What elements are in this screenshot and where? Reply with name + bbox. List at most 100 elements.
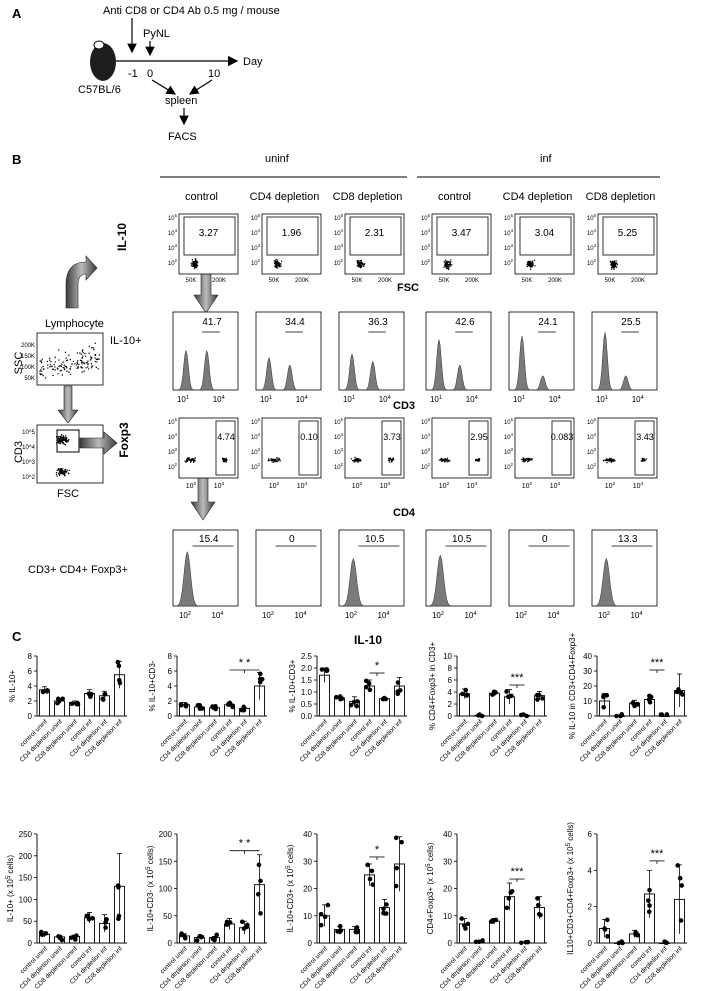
- il10-pos-label: IL-10+: [110, 335, 142, 347]
- y-tick-label: 104: [504, 432, 514, 441]
- data-point: [504, 689, 509, 694]
- y-tick-label: 102: [168, 462, 178, 471]
- scatter-dot: [530, 263, 533, 265]
- scatter-dot: [61, 438, 63, 440]
- scatter-dot: [357, 461, 359, 463]
- gate-arrow-right-icon: [79, 431, 118, 455]
- gate-percentage: 3.43: [636, 432, 654, 442]
- scatter-dot: [76, 361, 78, 364]
- histogram-curve: [592, 557, 657, 607]
- scatter-dot: [445, 267, 448, 270]
- y-tick-label: 8: [448, 664, 453, 673]
- data-point: [337, 923, 343, 929]
- data-point: [463, 687, 468, 693]
- data-point: [659, 712, 665, 718]
- data-point: [492, 691, 497, 696]
- scatter-dot: [54, 356, 56, 358]
- data-point: [71, 934, 77, 940]
- histogram-curve: [426, 339, 491, 391]
- scatter-dot: [222, 460, 224, 463]
- scatter-dot: [391, 459, 393, 462]
- scatter-dot: [40, 367, 43, 369]
- mouse-strain-label: C57BL/6: [78, 84, 121, 96]
- scatter-dot: [62, 436, 65, 438]
- scatter-dot: [450, 264, 452, 266]
- x-tick-label: 104: [466, 395, 478, 404]
- data-point: [461, 923, 467, 928]
- ssc-tick: 50K: [24, 376, 35, 382]
- scatter-dot: [643, 460, 646, 462]
- condition-label: CD8 depletion: [333, 191, 403, 203]
- y-tick-label: 105: [251, 213, 261, 222]
- scatter-dot: [184, 460, 186, 462]
- foxp3-axis-label: Foxp3: [117, 422, 131, 458]
- data-point: [116, 677, 122, 683]
- y-tick-label: 40: [443, 830, 452, 839]
- scatter-dot: [445, 261, 447, 264]
- scatter-dot: [610, 264, 612, 266]
- scatter-dot: [68, 472, 70, 475]
- data-point: [604, 693, 610, 698]
- scatter-dot: [608, 458, 611, 461]
- scatter-dot: [275, 265, 278, 267]
- scatter-dot: [527, 261, 529, 264]
- data-point: [39, 932, 45, 937]
- scatter-dot: [52, 374, 54, 377]
- scatter-dot: [276, 260, 278, 263]
- il10-gate: [266, 216, 319, 256]
- gate-percentage: 0.10: [300, 432, 318, 442]
- scatter-dot: [56, 475, 58, 477]
- y-tick-label: 103: [421, 447, 431, 456]
- scatter-dot: [65, 435, 67, 437]
- data-point: [354, 925, 360, 930]
- data-point: [381, 906, 386, 912]
- scatter-dot: [58, 359, 60, 361]
- scatter-dot: [450, 259, 452, 261]
- scatter-dot: [446, 265, 448, 267]
- x-tick-label: 104: [464, 611, 476, 620]
- scatter-dot: [354, 458, 356, 461]
- significance-label: * *: [239, 657, 251, 669]
- histogram-curve: [339, 557, 404, 607]
- gate-percentage: 2.95: [470, 432, 488, 442]
- scatter-dot: [82, 349, 84, 351]
- data-point: [199, 706, 205, 711]
- x-tick-label: 104: [550, 481, 561, 490]
- scatter-dot: [611, 459, 614, 461]
- data-point: [241, 926, 247, 931]
- scatter-dot: [527, 263, 530, 265]
- y-tick-label: 102: [251, 462, 261, 471]
- y-tick-label: 4: [588, 866, 593, 875]
- data-point: [116, 663, 122, 669]
- data-point: [679, 883, 685, 888]
- scatter-dot: [87, 363, 89, 365]
- data-point: [459, 916, 465, 921]
- x-tick-label: 102: [522, 481, 533, 490]
- data-point: [646, 909, 652, 915]
- y-tick-label: 40: [303, 830, 312, 839]
- scatter-dot: [58, 474, 61, 476]
- data-point: [464, 693, 470, 698]
- data-point: [324, 668, 330, 673]
- data-point: [86, 691, 92, 697]
- scatter-dot: [447, 459, 450, 462]
- scatter-dot: [61, 374, 64, 376]
- scatter-dot: [611, 265, 613, 267]
- scatter-dot: [641, 457, 643, 460]
- gate-percentage: 13.3: [618, 534, 638, 545]
- day-axis-label: Day: [243, 56, 263, 68]
- data-point: [540, 696, 545, 701]
- data-point: [348, 702, 354, 708]
- gate-percentage: 2.31: [365, 228, 385, 239]
- scatter-dot: [602, 460, 605, 462]
- scatter-dot: [58, 469, 61, 471]
- data-point: [116, 916, 121, 922]
- il10-axis-label: IL-10: [115, 223, 129, 251]
- scatter-dot: [354, 456, 356, 459]
- y-axis-label: IL-10+ (x 105 cells): [6, 855, 15, 922]
- scatter-dot: [192, 461, 195, 463]
- scatter-dot: [91, 346, 93, 349]
- scatter-dot: [80, 366, 82, 369]
